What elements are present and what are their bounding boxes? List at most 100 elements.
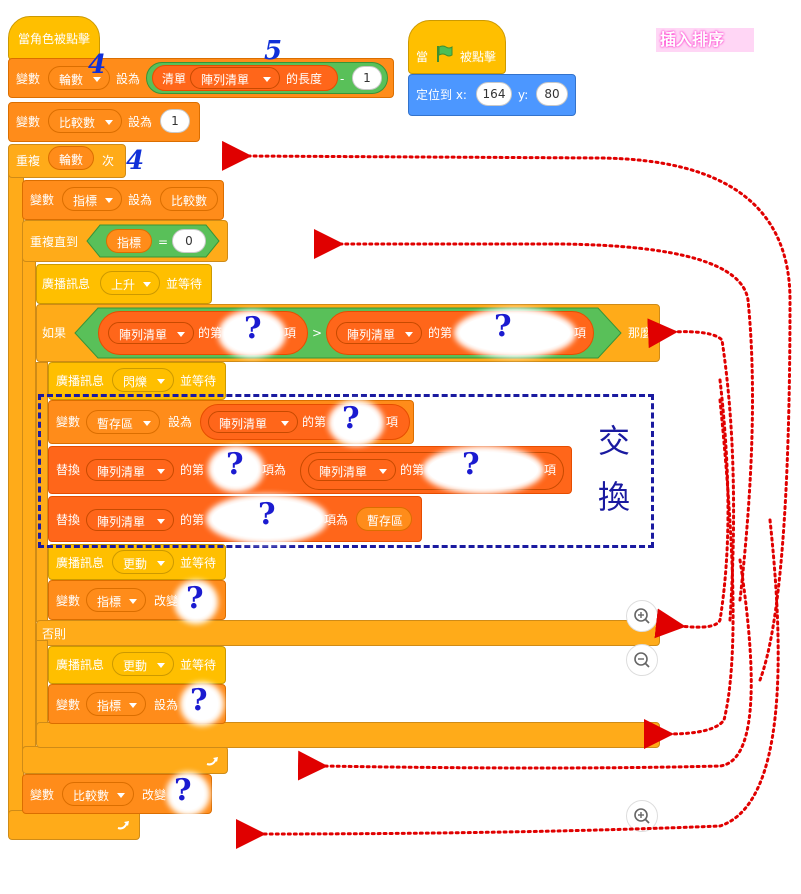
- list-dropdown[interactable]: 陣列清單: [190, 67, 280, 89]
- dropdown-caret-icon: [379, 469, 387, 474]
- question-mark: ?: [462, 447, 480, 482]
- hat-label: 當角色被點擊: [18, 32, 91, 46]
- label: 變數: [56, 415, 81, 429]
- dropdown-caret-icon: [281, 421, 289, 426]
- label: 的第: [198, 326, 223, 340]
- annotation-four: 4: [126, 146, 145, 176]
- label: 並等待: [180, 556, 217, 570]
- when-flag-clicked-hat[interactable]: [408, 20, 506, 74]
- censor-blot: [334, 406, 378, 440]
- var-dropdown-rounds[interactable]: 輪數: [48, 66, 110, 90]
- censor-blot: [214, 452, 258, 486]
- number-input[interactable]: 1: [352, 66, 382, 90]
- if-foot: [36, 722, 660, 748]
- label: >: [312, 326, 323, 340]
- var-dropdown-temp[interactable]: 暫存區: [86, 410, 160, 434]
- label: 廣播訊息: [56, 658, 105, 672]
- dropdown-caret-icon: [157, 561, 165, 566]
- number-input[interactable]: 1: [160, 109, 190, 133]
- zoom-in-button[interactable]: [626, 800, 658, 832]
- label: 改變: [154, 594, 179, 608]
- list-dropdown[interactable]: 陣列清單: [108, 322, 194, 344]
- label: 設為: [168, 415, 193, 429]
- label: 廣播訊息: [56, 556, 105, 570]
- censor-blot: [212, 500, 322, 538]
- label: 設為: [154, 698, 179, 712]
- question-mark: ?: [174, 773, 192, 808]
- var-dropdown-index[interactable]: 指標: [86, 588, 146, 612]
- label: 如果: [42, 326, 67, 340]
- label: 替換: [56, 513, 81, 527]
- dropdown-caret-icon: [105, 198, 113, 203]
- zoom-in-button[interactable]: [626, 600, 658, 632]
- dropdown-caret-icon: [157, 519, 165, 524]
- label: 設為: [128, 193, 153, 207]
- label: 被點擊: [460, 50, 497, 64]
- list-dropdown[interactable]: 陣列清單: [86, 459, 174, 481]
- dropdown-caret-icon: [263, 77, 271, 82]
- else-bar[interactable]: [36, 620, 660, 646]
- list-dropdown[interactable]: 陣列清單: [308, 459, 396, 481]
- dropdown-caret-icon: [117, 793, 125, 798]
- censor-blot: [180, 586, 212, 618]
- var-reporter-index[interactable]: 指標: [106, 229, 152, 253]
- label: 的第: [428, 326, 453, 340]
- var-reporter-rounds[interactable]: 輪數: [48, 146, 94, 170]
- var-dropdown-compare[interactable]: 比較數: [62, 782, 134, 806]
- question-mark: ?: [342, 401, 360, 436]
- minus-sign: -: [340, 72, 345, 86]
- var-dropdown-compare[interactable]: 比較數: [48, 109, 122, 133]
- label: 項: [284, 326, 297, 340]
- dropdown-caret-icon: [157, 663, 165, 668]
- label: 的第: [180, 513, 205, 527]
- censor-blot: [224, 316, 280, 352]
- zoom-in-icon: [634, 808, 650, 824]
- question-mark: ?: [190, 683, 208, 718]
- zoom-out-button[interactable]: [626, 644, 658, 676]
- label: 替換: [56, 463, 81, 477]
- when-sprite-clicked-hat[interactable]: [8, 16, 100, 60]
- message-dropdown[interactable]: 閃爍: [112, 368, 174, 392]
- censor-blot: [172, 778, 204, 810]
- censor-blot: [428, 452, 538, 488]
- dropdown-caret-icon: [129, 703, 137, 708]
- label: 設為: [128, 115, 153, 129]
- var-dropdown-index[interactable]: 指標: [62, 187, 122, 211]
- list-dropdown[interactable]: 陣列清單: [208, 411, 298, 433]
- x-input[interactable]: 164: [476, 82, 512, 106]
- message-dropdown[interactable]: 更動: [112, 550, 174, 574]
- list-dropdown[interactable]: 陣列清單: [86, 509, 174, 531]
- label: 廣播訊息: [56, 374, 105, 388]
- dropdown-caret-icon: [143, 421, 151, 426]
- label: 項: [386, 415, 399, 429]
- annotation-four: 4: [88, 50, 107, 80]
- list-dropdown[interactable]: 陣列清單: [336, 322, 422, 344]
- number-input[interactable]: 0: [172, 229, 206, 253]
- annotation-five: 5: [264, 36, 283, 66]
- label: 項為: [324, 513, 349, 527]
- label: 項為: [262, 463, 287, 477]
- dropdown-caret-icon: [405, 332, 413, 337]
- var-reporter-compare[interactable]: 比較數: [160, 187, 218, 211]
- label: 項: [544, 463, 557, 477]
- label: 那麼: [628, 326, 653, 340]
- swap-annotation-2: 換: [598, 478, 631, 516]
- label: 並等待: [180, 658, 217, 672]
- label: 清單: [162, 72, 187, 86]
- y-input[interactable]: 80: [536, 82, 568, 106]
- label: 定位到 x:: [416, 88, 467, 102]
- dropdown-caret-icon: [177, 332, 185, 337]
- label: 變數: [16, 72, 41, 86]
- label: 改變: [142, 788, 167, 802]
- var-dropdown-index[interactable]: 指標: [86, 692, 146, 716]
- label: 變數: [30, 193, 55, 207]
- label: 的第: [302, 415, 327, 429]
- message-dropdown[interactable]: 上升: [100, 271, 160, 295]
- loop-arrow-icon: [117, 821, 129, 830]
- var-reporter-temp[interactable]: 暫存區: [356, 507, 412, 531]
- zoom-in-icon: [634, 608, 650, 624]
- message-dropdown[interactable]: 更動: [112, 652, 174, 676]
- censor-blot: [186, 688, 218, 720]
- green-flag-icon: [437, 45, 453, 62]
